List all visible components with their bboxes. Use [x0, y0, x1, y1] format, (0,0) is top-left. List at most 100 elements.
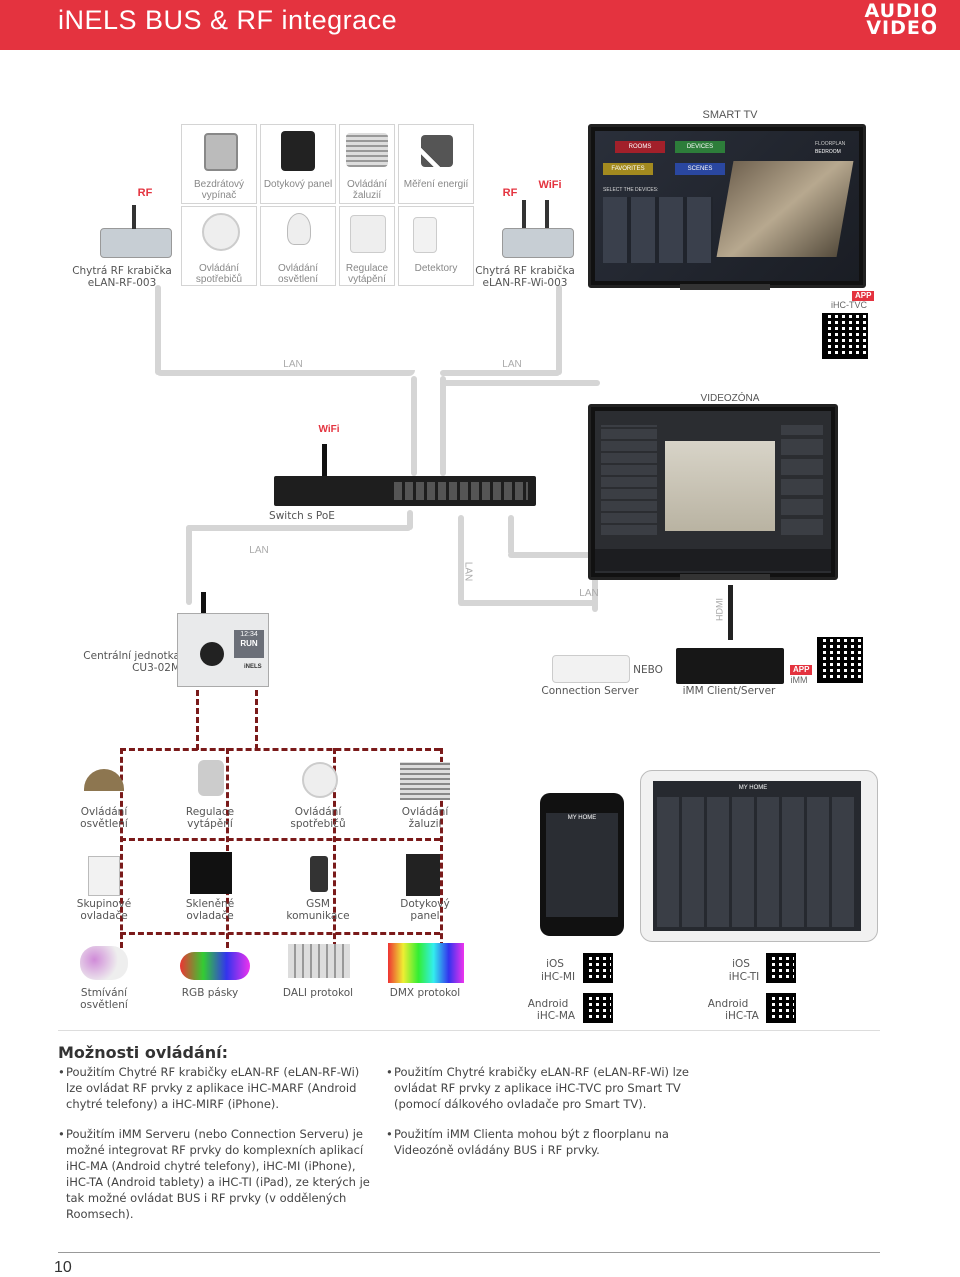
floorplan-label: FLOORPLAN	[815, 141, 846, 147]
device-box-heating: Regulace vytápění	[339, 206, 395, 286]
device-grid	[603, 197, 713, 263]
elan-rf-box-left	[100, 228, 172, 258]
bedroom-label: BEDROOM	[815, 149, 841, 155]
wifi-label: WiFi	[318, 424, 340, 435]
qr-code-imm	[817, 637, 863, 683]
lan-cable-right	[556, 285, 562, 375]
hdmi-cable	[728, 585, 733, 640]
bus-cable	[120, 932, 440, 935]
dali-fixture-icon	[288, 944, 350, 978]
floorplan-3d	[716, 161, 854, 257]
divider	[58, 1030, 880, 1031]
smart-tv-label: SMART TV	[702, 109, 758, 121]
imm-media-bar	[595, 549, 831, 571]
connection-server	[552, 655, 630, 683]
bus-cable	[226, 748, 229, 948]
antenna-icon	[545, 200, 549, 228]
tab-scenes: SCENES	[675, 163, 725, 175]
tab-favorites: FAVORITES	[603, 163, 653, 175]
bulb-icon	[287, 213, 311, 245]
bus-cable	[440, 748, 443, 948]
fan-icon	[302, 762, 338, 798]
qr-code-tvc	[822, 313, 868, 359]
option-bullet: Použitím iMM Serveru (nebo Connection Se…	[58, 1126, 371, 1222]
switch-icon	[204, 133, 238, 171]
lan-cable-to-switch-1	[411, 376, 417, 476]
smart-tv-screen: ROOMS DEVICES FAVORITES SCENES SELECT TH…	[595, 131, 859, 281]
app-ihc-ta: iHC-TA	[725, 1010, 759, 1022]
switch-ports	[394, 482, 528, 500]
blinds-icon	[346, 133, 388, 167]
qr-code-ma	[583, 993, 613, 1023]
lan-cable-left	[155, 285, 161, 375]
central-unit-cu3: 12:34 RUN iNELS	[177, 613, 269, 687]
central-unit-label: Centrální jednotka CU3-02M	[83, 650, 180, 674]
lan-label-4: LAN	[462, 561, 474, 582]
bus-cable	[120, 748, 123, 948]
cu-keypad	[200, 642, 224, 666]
hdmi-label: HDMI	[714, 598, 725, 621]
lan-cable-to-cu	[186, 525, 192, 605]
imm-client-label: iMM Client/Server	[682, 685, 776, 697]
device-box-lighting: Ovládání osvětlení	[260, 206, 336, 286]
bus-cable	[120, 838, 440, 841]
dimmable-bulb-icon	[80, 946, 128, 980]
lan-label-2: LAN	[502, 359, 522, 370]
app-ihc-mi: iHC-MI	[540, 971, 576, 983]
elan-rf-left-label: Chytrá RF krabička eLAN-RF-003	[72, 265, 172, 289]
glass-switch-icon	[190, 852, 232, 894]
ios-label: iOS	[546, 958, 564, 970]
videozona-screen	[595, 411, 831, 573]
tab-rooms: ROOMS	[615, 141, 665, 153]
thermostat-icon	[350, 215, 386, 253]
lan-cable-right-h	[440, 370, 560, 376]
options-heading: Možnosti ovládání:	[58, 1043, 229, 1062]
smart-tv: ROOMS DEVICES FAVORITES SCENES SELECT TH…	[588, 124, 866, 288]
lan-cable-to-imm-v	[592, 552, 598, 612]
group-switch-icon	[88, 856, 120, 896]
option-bullet: Použitím Chytré krabičky eLAN-RF (eLAN-R…	[386, 1064, 704, 1112]
cu-brand: iNELS	[244, 664, 262, 670]
rf-label-left: RF	[137, 187, 153, 199]
bus-cable	[333, 748, 336, 948]
tv-stand	[680, 284, 770, 290]
qr-code-ti	[766, 953, 796, 983]
lan-cable-left-h	[155, 370, 415, 376]
lan-cable-to-server-h	[458, 600, 596, 606]
select-devices-label: SELECT THE DEVICES:	[603, 187, 659, 193]
lan-cable-to-tv	[440, 380, 600, 386]
antenna-icon	[132, 205, 136, 229]
device-label: RGB pásky	[181, 987, 239, 999]
lan-cable-to-cu-h	[186, 525, 411, 531]
imm-sidebar	[601, 425, 657, 535]
lan-cable-to-imm	[508, 515, 514, 555]
option-bullet: Použitím iMM Clienta mohou být z floorpl…	[386, 1126, 704, 1158]
app-badge: APP	[852, 291, 875, 301]
imm-floorplan	[665, 441, 775, 531]
app-ihc-ma: iHC-MA	[536, 1010, 576, 1022]
dmx-spectrum-icon	[388, 943, 464, 983]
nebo-label: NEBO	[633, 664, 663, 676]
device-label: DMX protokol	[389, 987, 461, 999]
android-label: Android	[707, 998, 749, 1010]
tablet-ihc-ti: MY HOME	[640, 770, 878, 942]
device-label: DALI protokol	[282, 987, 354, 999]
lan-label-1: LAN	[283, 359, 303, 370]
energy-chart-icon	[421, 135, 453, 167]
bus-cable	[120, 748, 440, 751]
app-ihc-ti: iHC-TI	[728, 971, 760, 983]
rgb-strip-icon	[180, 952, 250, 980]
imm-right-panel	[781, 425, 823, 535]
bus-cable	[255, 690, 258, 750]
lan-label-5: LAN	[579, 588, 599, 599]
videozona-tv	[588, 404, 838, 580]
fan-icon	[202, 213, 240, 251]
